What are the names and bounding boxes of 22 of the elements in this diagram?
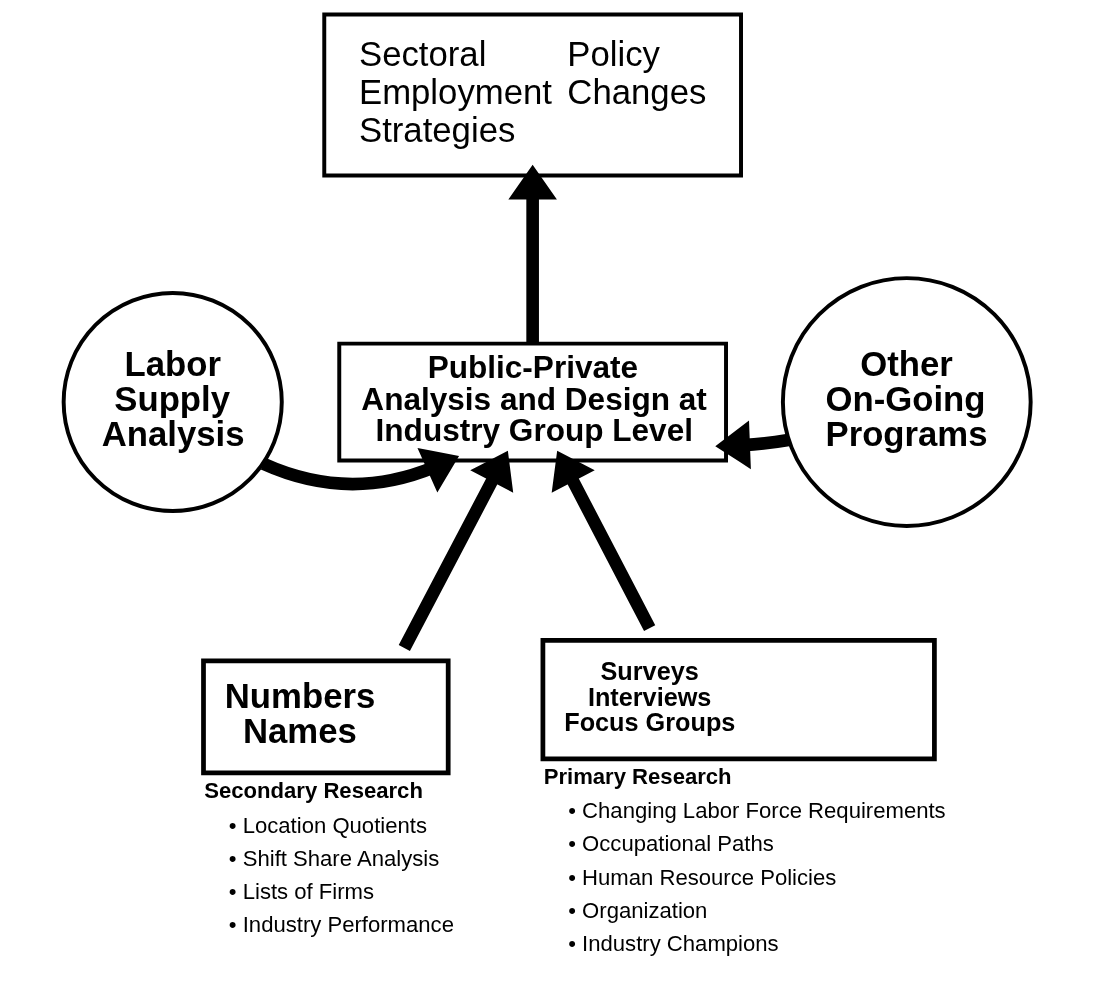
node-label: • Changing Labor Force Requirements: [567, 798, 946, 824]
node-label: • Shift Share Analysis: [228, 845, 439, 871]
node-label: • Industry Performance: [228, 911, 454, 937]
node-label: Primary Research: [543, 763, 732, 789]
arrow: [260, 448, 459, 493]
node-box: Public-Private Analysis and Design at Industry Group Level: [336, 341, 728, 463]
node-label: • Lists of Firms: [228, 878, 374, 904]
node-label: • Occupational Paths: [567, 831, 774, 857]
arrow: [714, 420, 789, 470]
arrow: [551, 450, 655, 632]
node-label: • Organization: [567, 897, 707, 923]
arrow: [398, 450, 513, 651]
node-box: Sectoral Employment Strategies Policy Changes: [321, 12, 743, 178]
node-box: Surveys Interviews Focus Groups: [540, 638, 937, 762]
node-label: • Industry Champions: [567, 930, 779, 956]
node-box: Numbers Names: [200, 658, 451, 776]
node-circle: Labor Supply Analysis: [61, 290, 284, 514]
node-circle: Other On-Going Programs: [780, 276, 1033, 528]
arrow: [507, 164, 557, 344]
node-label: • Human Resource Policies: [567, 864, 836, 890]
node-label: Secondary Research: [203, 777, 423, 803]
node-label: • Location Quotients: [228, 812, 427, 838]
